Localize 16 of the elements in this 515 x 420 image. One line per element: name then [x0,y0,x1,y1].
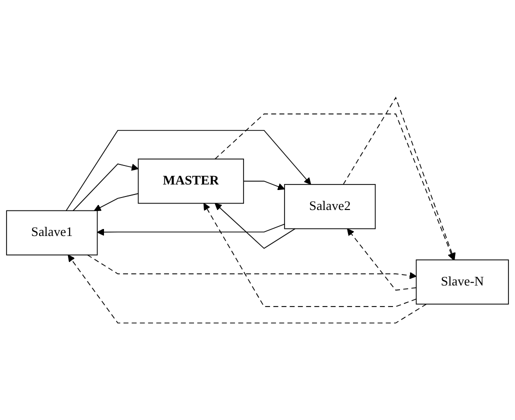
arrow [214,113,455,260]
arrow [94,192,139,211]
arrow [72,163,139,211]
arrow [68,254,427,324]
arrow [342,96,456,260]
node-box: MASTER [138,158,244,204]
arrow [243,180,285,190]
arrow [66,130,312,211]
node-box: Slave-N [416,259,509,304]
arrow [87,254,417,279]
arrow [96,223,285,236]
arrow [214,202,296,249]
arrow [204,202,417,307]
arrow [347,228,417,290]
node-box: Salave1 [6,210,98,256]
node-box: Salave2 [284,184,376,229]
